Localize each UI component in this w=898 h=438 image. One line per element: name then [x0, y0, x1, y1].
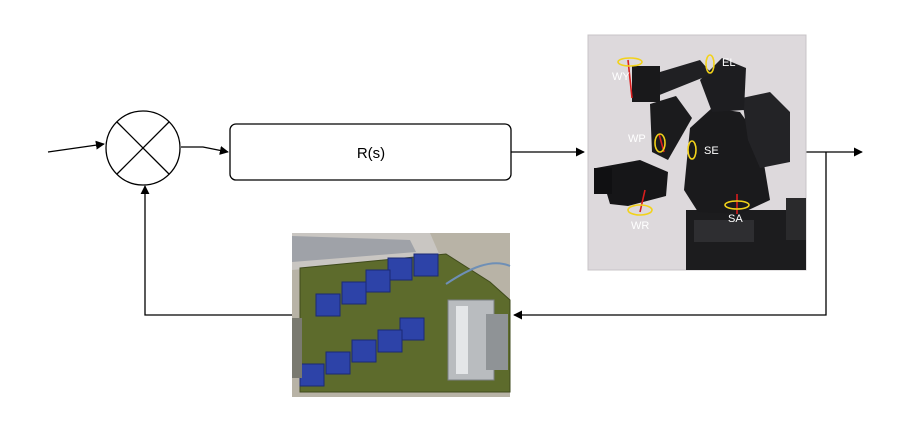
summer-to-controller-arrow — [181, 145, 229, 155]
controller-block: R(s) — [229, 123, 512, 181]
feedback-wire-left — [140, 185, 292, 316]
input-arrow — [47, 140, 105, 153]
controller-label: R(s) — [357, 145, 385, 162]
joint-rotation-markers — [617, 54, 750, 216]
joint-label-el: EL — [722, 57, 735, 69]
relay-array — [299, 253, 439, 387]
summing-junction — [105, 110, 181, 186]
joint-label-se: SE — [704, 145, 719, 157]
robot-arm-photo: WY EL WP SE WR SA — [587, 34, 807, 271]
joint-label-wy: WY — [612, 71, 630, 83]
joint-label-wp: WP — [628, 133, 646, 145]
joint-label-wr: WR — [631, 220, 649, 232]
feedback-wire-right — [513, 152, 827, 320]
joint-label-sa: SA — [728, 213, 743, 225]
signal-lines — [47, 140, 863, 320]
circuit-board-photo — [292, 233, 511, 397]
